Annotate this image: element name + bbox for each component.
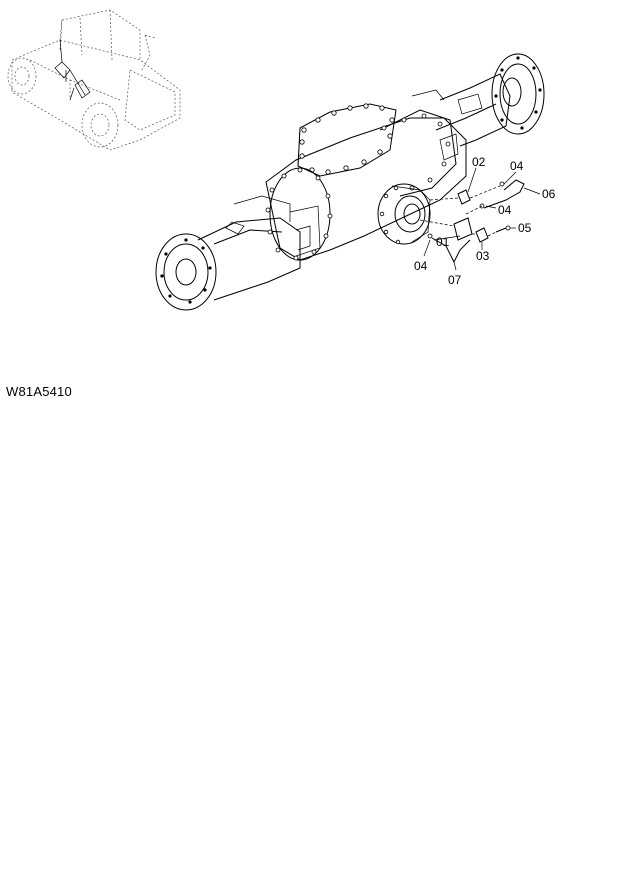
callout-04-bottom: 04 [414, 259, 428, 273]
callout-labels: 02 04 06 04 05 01 03 04 07 [414, 155, 556, 287]
axle-assembly-drawing [155, 53, 545, 311]
callout-04-top: 04 [510, 159, 524, 173]
machine-inset-illustration [7, 9, 181, 151]
drawing-code: W81A5410 [6, 384, 72, 399]
leader-lines [423, 167, 541, 271]
callout-06: 06 [542, 187, 556, 201]
callout-02: 02 [472, 155, 486, 169]
callout-04-mid: 04 [498, 203, 512, 217]
callout-03: 03 [476, 249, 490, 263]
callout-05: 05 [518, 221, 532, 235]
exploded-parts [419, 179, 525, 264]
callout-01: 01 [436, 235, 450, 249]
callout-07: 07 [448, 273, 462, 287]
